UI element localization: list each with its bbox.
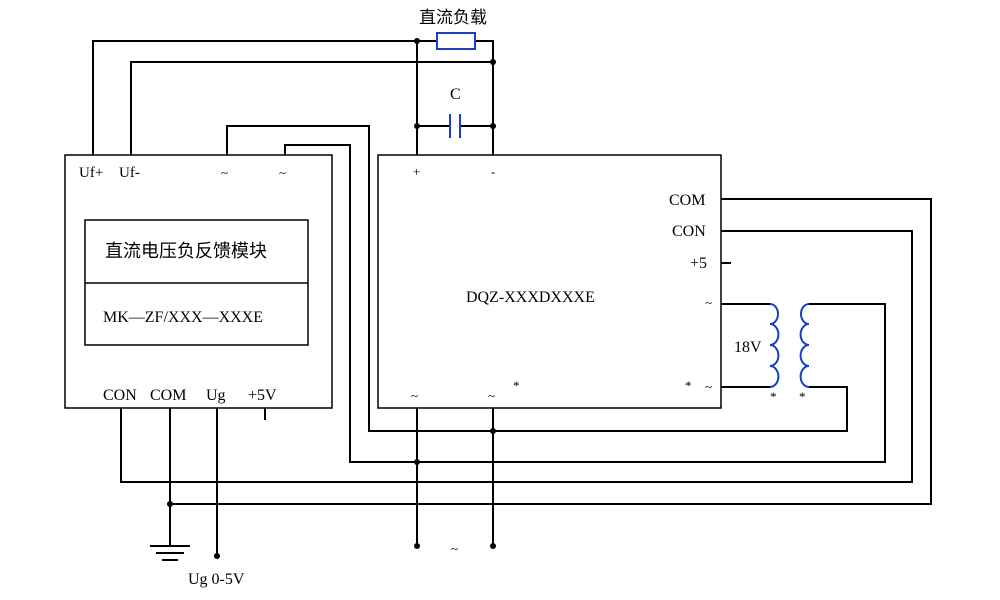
terminal-dot xyxy=(214,553,220,559)
feedback-module-title: 直流电压负反馈模块 xyxy=(105,241,267,261)
capacitor-label: C xyxy=(450,86,461,103)
wire-con xyxy=(120,230,913,483)
pin-ac2-bottom-label: ~ xyxy=(488,388,495,403)
junction-dot xyxy=(490,123,496,129)
wire-uf-minus xyxy=(130,61,493,155)
pin-con-label: CON xyxy=(103,387,137,404)
pin-com-label: COM xyxy=(150,387,186,404)
capacitor: C xyxy=(449,86,461,138)
wire-load-to-minus xyxy=(475,40,494,155)
wire-transformer-secondary-bottom xyxy=(493,386,848,432)
terminal-dot xyxy=(490,543,496,549)
wire-fb-ac2 xyxy=(284,144,417,463)
star-right-mark: * xyxy=(685,378,692,393)
junction-dot xyxy=(414,38,420,44)
pin-ac-top-right-label: ~ xyxy=(705,295,712,310)
pin-ac1-bottom-label: ~ xyxy=(411,388,418,403)
pin-plus-label: + xyxy=(413,164,420,179)
pin-com-right-label: COM xyxy=(669,192,705,209)
wire-com xyxy=(170,198,932,505)
transformer: 18V * * xyxy=(734,303,810,404)
pin-minus-label: - xyxy=(491,164,495,179)
wire-fb-ac1 xyxy=(226,125,493,432)
pin-plus5v-label: +5V xyxy=(248,387,277,404)
pin-ac-bottom-right-label: ~ xyxy=(705,379,712,394)
transformer-star-right: * xyxy=(799,389,806,404)
ground-symbol xyxy=(150,545,190,561)
main-module: DQZ-XXXDXXXE + - COM CON +5 ~ ~ * ~ ~ * xyxy=(377,154,722,409)
feedback-module: 直流电压负反馈模块 MK—ZF/XXX—XXXE Uf+ Uf- ~ ~ CON… xyxy=(64,154,333,409)
wires xyxy=(92,40,932,556)
junction-dot xyxy=(490,428,496,434)
pin-ac1-label: ~ xyxy=(221,165,228,180)
junction-dot xyxy=(167,501,173,507)
primary-coil-icon xyxy=(769,303,780,388)
feedback-module-model: MK—ZF/XXX—XXXE xyxy=(103,309,263,326)
resistor-icon xyxy=(436,32,476,50)
wire-transformer-secondary-top xyxy=(417,303,886,463)
ug-input-label: Ug 0-5V xyxy=(188,571,245,588)
junction-dots xyxy=(167,38,496,559)
main-module-box xyxy=(377,154,722,409)
wire-uf-plus xyxy=(92,40,437,155)
main-module-model: DQZ-XXXDXXXE xyxy=(466,289,595,306)
load-label: 直流负载 xyxy=(419,8,487,27)
junction-dot xyxy=(490,59,496,65)
junction-dot xyxy=(414,459,420,465)
feedback-module-box xyxy=(64,154,333,409)
transformer-star-left: * xyxy=(770,389,777,404)
ac-input-label: ~ xyxy=(451,541,458,556)
transformer-voltage-label: 18V xyxy=(734,339,762,356)
dc-load: 直流负载 xyxy=(419,8,487,50)
terminal-dot xyxy=(414,543,420,549)
pin-ac2-label: ~ xyxy=(279,165,286,180)
star-bottom-mark: * xyxy=(513,378,520,393)
pin-uf-minus-label: Uf- xyxy=(119,165,140,181)
pin-con-right-label: CON xyxy=(672,223,706,240)
junction-dot xyxy=(414,123,420,129)
pin-plus5-right-label: +5 xyxy=(690,255,707,272)
secondary-coil-icon xyxy=(799,303,810,388)
pin-uf-plus-label: Uf+ xyxy=(79,165,103,181)
pin-ug-label: Ug xyxy=(206,387,226,404)
